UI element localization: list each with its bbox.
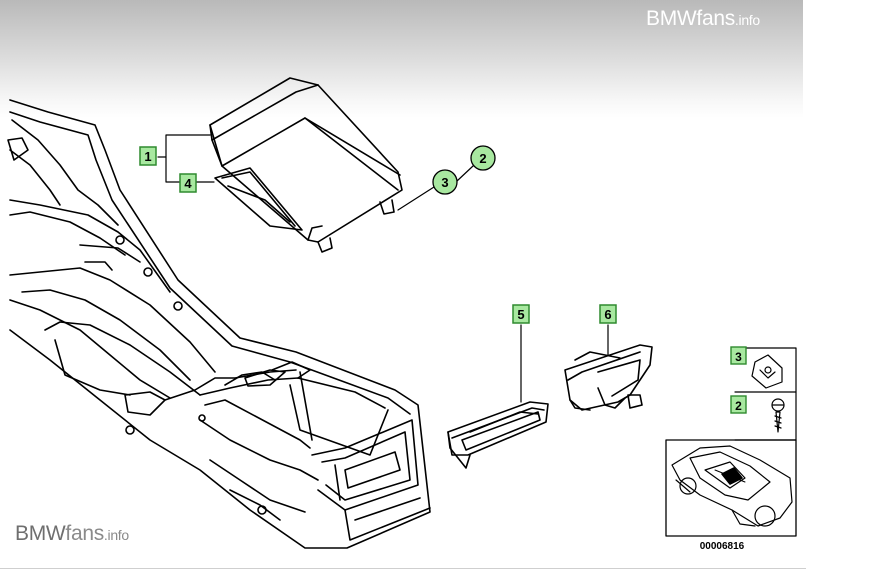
- callout-3-label: 3: [441, 175, 448, 190]
- cup-holder-drawing: [447, 401, 549, 469]
- callout-6: 6: [599, 304, 617, 324]
- legend-screw-label: 2: [735, 399, 742, 413]
- callout-4: 4: [179, 173, 197, 193]
- watermark-fans: fans: [696, 7, 735, 30]
- leader-lines: [157, 134, 609, 403]
- center-console-drawing: [7, 99, 431, 549]
- callout-1-label: 1: [144, 149, 151, 164]
- watermark-bottom: BMWfans.info: [15, 522, 129, 546]
- bottom-divider: [0, 568, 806, 569]
- callout-3: 3: [432, 169, 458, 195]
- watermark-top: BMWfans.info: [646, 7, 760, 31]
- armrest-drawing: [209, 77, 403, 253]
- watermark-brand-bottom: BMW: [15, 522, 66, 545]
- callout-4-label: 4: [184, 176, 192, 191]
- watermark-fans-bottom: fans: [65, 522, 104, 545]
- car-highlight-mark: [721, 467, 743, 485]
- callout-5: 5: [512, 304, 530, 324]
- watermark-suffix: .info: [734, 12, 760, 28]
- legend-callout-clip: 3: [730, 346, 747, 365]
- callout-2-label: 2: [479, 151, 486, 166]
- legend-clip-label: 3: [735, 350, 742, 364]
- legend-callout-screw: 2: [730, 395, 747, 414]
- callout-5-label: 5: [517, 307, 524, 322]
- watermark-brand: BMW: [646, 7, 697, 30]
- coin-tray-drawing: [564, 344, 653, 411]
- header-gradient-banner: [0, 0, 803, 118]
- callout-2: 2: [470, 145, 496, 171]
- callout-6-label: 6: [604, 307, 611, 322]
- callout-1: 1: [139, 146, 157, 166]
- watermark-suffix-bottom: .info: [103, 527, 129, 543]
- legend-panel-drawing: [665, 347, 797, 537]
- diagram-number: 00006816: [700, 541, 745, 552]
